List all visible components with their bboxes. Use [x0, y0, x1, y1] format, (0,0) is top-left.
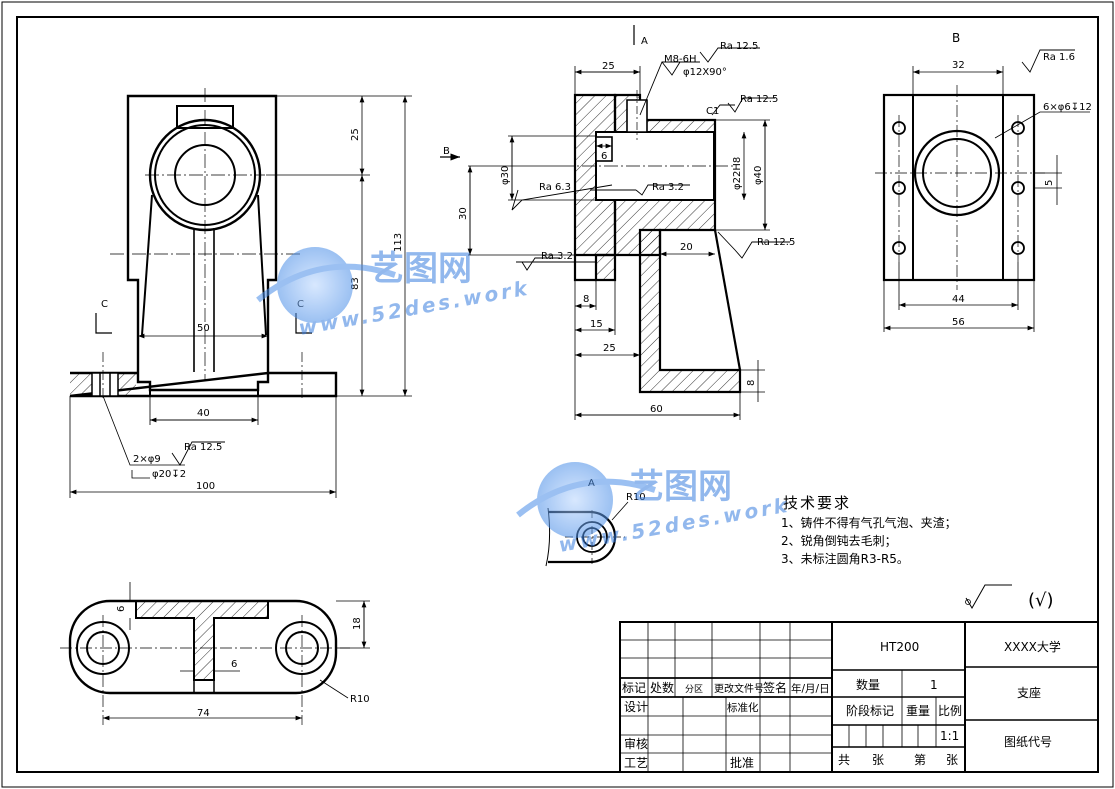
dim-phi22h8: φ22H8 [732, 157, 743, 190]
tech-requirements: 技术要求 1、铸件不得有气孔气泡、夹渣； 2、锐角倒钝去毛刺； 3、未标注圆角R… [781, 494, 957, 566]
side-section-labels: A B 25 M8-6H φ12X90° Ra 12.5 C1 Ra 12.5 … [443, 36, 795, 415]
material: HT200 [880, 640, 919, 654]
scale-label: 比例 [938, 704, 962, 718]
qty-label: 数量 [856, 677, 880, 692]
thread-note: M8-6H [664, 54, 696, 65]
dim-phi40: φ40 [753, 166, 764, 185]
watermark-brand: 艺图网 [370, 249, 472, 289]
view-b-labels: B Ra 1.6 32 6×φ6↧12 5 44 56 [952, 31, 1092, 328]
title-block [619, 621, 1099, 773]
dim-25-top: 25 [602, 61, 615, 72]
dim-25: 25 [350, 128, 361, 141]
tech-req-item: 2、锐角倒钝去毛刺； [781, 534, 897, 548]
dim-100: 100 [196, 481, 215, 492]
dim-44: 44 [952, 294, 965, 305]
role-design: 设计 [624, 700, 648, 714]
top-view [60, 582, 370, 725]
weight-label: 重量 [906, 704, 930, 718]
watermark-2: 艺图网 www.52des.work [516, 462, 792, 557]
stage-label: 阶段标记 [846, 703, 894, 718]
roughness-3-2-bore: Ra 3.2 [652, 182, 684, 193]
title-block-text: HT200 XXXX大学 支座 图纸代号 数量 1 阶段标记 重量 比例 1:1… [622, 639, 1061, 770]
dim-rib-6: 6 [231, 659, 237, 670]
countersink-note: φ12X90° [683, 67, 727, 78]
dim-74: 74 [197, 708, 210, 719]
roughness-6-3: Ra 6.3 [539, 182, 571, 193]
roughness-chamfer: Ra 12.5 [740, 94, 778, 105]
rev-header: 更改文件号 [714, 682, 764, 695]
general-roughness-note: (√) [965, 584, 1054, 611]
tech-req-item: 3、未标注圆角R3-R5。 [781, 551, 909, 566]
view-arrow-b: B [443, 146, 450, 157]
roughness-rib: Ra 12.5 [757, 237, 795, 248]
part-name: 支座 [1017, 685, 1041, 700]
dim-83: 83 [350, 277, 361, 290]
roughness-1-6: Ra 1.6 [1043, 52, 1075, 63]
dim-50: 50 [197, 323, 210, 334]
dim-20: 20 [680, 242, 693, 253]
side-section-view [440, 25, 790, 420]
view-b-title: B [952, 31, 960, 45]
sheet-no-label: 第 [914, 753, 926, 767]
qty-value: 1 [930, 678, 938, 692]
dim-15: 15 [590, 319, 603, 330]
scale-value: 1:1 [940, 729, 959, 743]
roughness-thread: Ra 12.5 [720, 41, 758, 52]
front-view-labels: 25 83 113 50 40 100 C C 2×φ9 φ20↧2 Ra 12… [101, 128, 404, 492]
front-view [69, 88, 412, 498]
view-b [875, 49, 1090, 332]
dim-8: 8 [583, 294, 589, 305]
rev-header: 分区 [685, 684, 703, 695]
dim-113: 113 [393, 233, 404, 252]
section-mark-c-left: C [101, 299, 108, 310]
dim-32: 32 [952, 60, 965, 71]
role-approve: 批准 [730, 755, 754, 770]
dim-phi30: φ30 [500, 166, 511, 185]
sheets-unit-label: 张 [872, 753, 884, 767]
school-name: XXXX大学 [1004, 639, 1061, 654]
view-arrow-a: A [641, 36, 648, 47]
dim-40: 40 [197, 408, 210, 419]
sheets-total-label: 共 [838, 753, 850, 767]
hole-note: 2×φ9 [133, 454, 161, 465]
dim-56: 56 [952, 317, 965, 328]
dim-6: 6 [601, 151, 607, 162]
dim-top-6: 6 [116, 606, 127, 612]
inner-border [16, 16, 1099, 773]
tech-req-item: 1、铸件不得有气孔气泡、夹渣； [781, 515, 957, 530]
role-standard: 标准化 [727, 701, 759, 714]
roughness-hole: Ra 12.5 [184, 442, 222, 453]
dim-18: 18 [352, 617, 363, 630]
dim-5: 5 [1044, 180, 1055, 186]
dim-25-bottom: 25 [603, 343, 616, 354]
drawing-code-label: 图纸代号 [1004, 735, 1052, 749]
watermark-1: 艺图网 www.52des.work [256, 247, 532, 340]
holes-note: 6×φ6↧12 [1043, 102, 1092, 113]
roughness-3-2-face: Ra 3.2 [541, 251, 573, 262]
dim-30: 30 [458, 207, 469, 220]
dim-8-base: 8 [746, 380, 757, 386]
watermark-brand: 艺图网 [630, 467, 732, 507]
rev-header: 年/月/日 [791, 682, 830, 695]
rev-header: 标记 [622, 681, 646, 695]
surface-note: (√) [1028, 590, 1054, 611]
rev-header: 签名 [763, 680, 787, 695]
counterbore-note: φ20↧2 [152, 469, 186, 480]
detail-r10: R10 [626, 492, 646, 503]
rev-header: 处数 [650, 680, 674, 695]
role-process: 工艺 [624, 756, 648, 770]
tech-req-title: 技术要求 [783, 494, 851, 512]
chamfer-note: C1 [706, 106, 719, 117]
sheet-unit-label: 张 [946, 753, 958, 767]
dim-r10-top: R10 [350, 694, 370, 705]
top-view-labels: 6 18 6 74 R10 [116, 606, 370, 719]
role-review: 审核 [624, 736, 648, 751]
dim-60: 60 [650, 404, 663, 415]
